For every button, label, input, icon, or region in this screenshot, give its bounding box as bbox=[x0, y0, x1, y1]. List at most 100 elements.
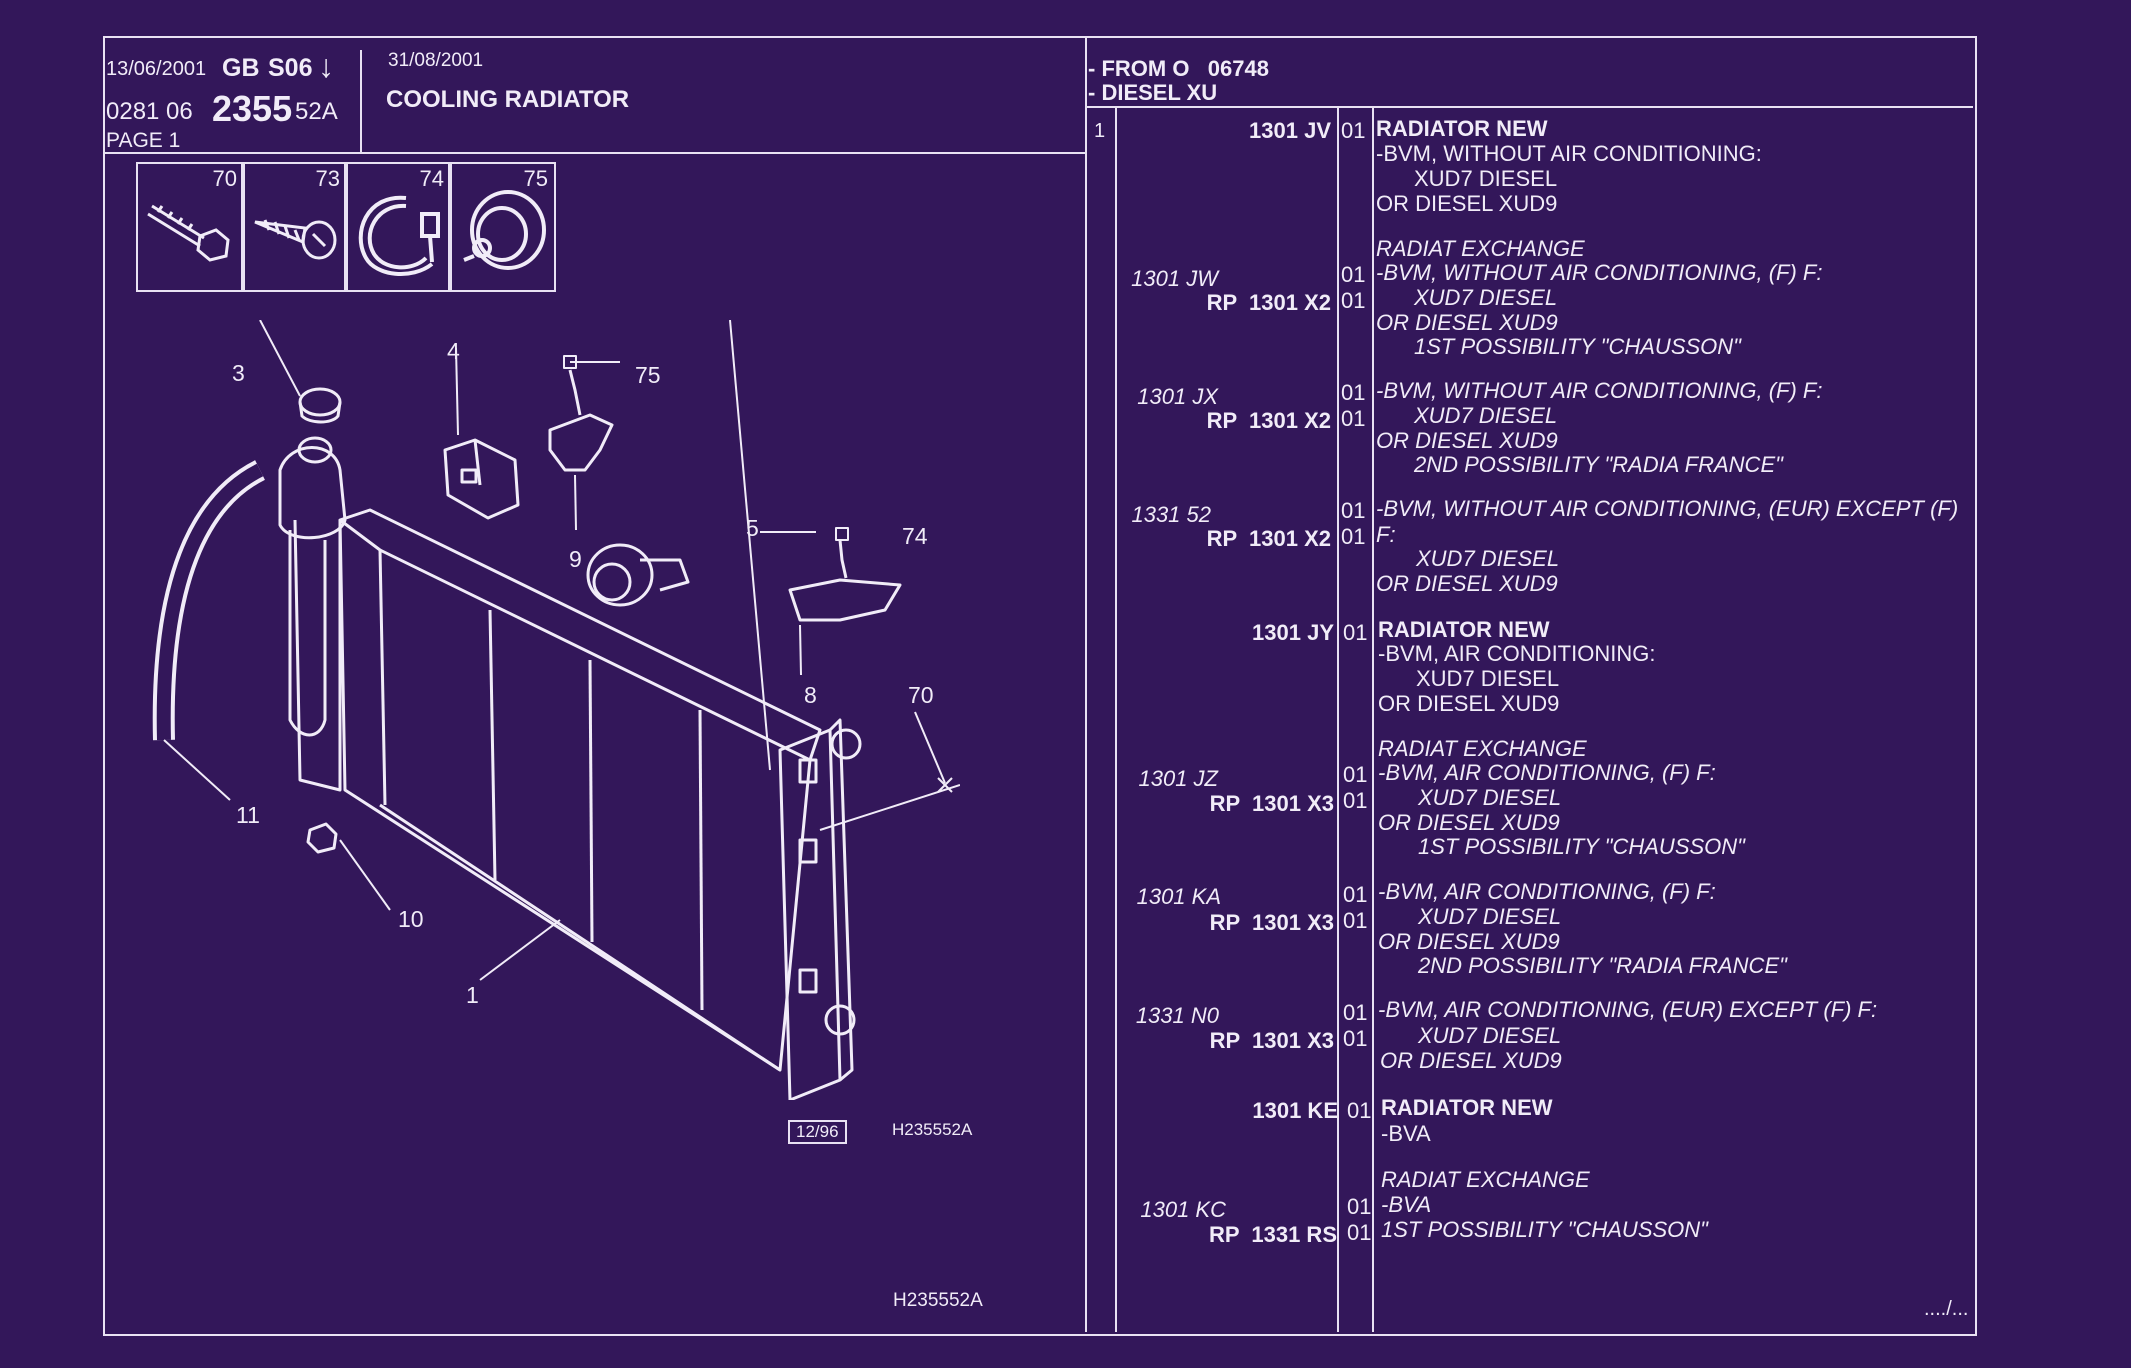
part-desc: RADIAT EXCHANGE bbox=[1376, 236, 1585, 261]
part-desc: XUD7 DIESEL bbox=[1418, 904, 1562, 929]
part-desc: 1ST POSSIBILITY "CHAUSSON" bbox=[1381, 1217, 1708, 1242]
part-ref: RP 1301 X3 bbox=[1209, 910, 1334, 935]
part-desc: -BVM, AIR CONDITIONING, (F) F: bbox=[1378, 760, 1716, 785]
part-desc: XUD7 DIESEL bbox=[1414, 403, 1558, 428]
thumbnail-74: 74 bbox=[344, 162, 452, 292]
col-qty-line bbox=[1372, 108, 1374, 1332]
code-main: 2355 bbox=[212, 88, 293, 129]
part-qty: 01 bbox=[1343, 620, 1368, 645]
part-desc: XUD7 DIESEL bbox=[1416, 666, 1560, 691]
part-ref: 1301 KE bbox=[1252, 1098, 1338, 1123]
part-desc: 1ST POSSIBILITY "CHAUSSON" bbox=[1418, 834, 1745, 859]
part-desc: OR DIESEL XUD9 bbox=[1378, 810, 1560, 835]
thumbnail-num: 73 bbox=[315, 166, 340, 191]
part-qty: 01 bbox=[1341, 118, 1366, 143]
thumbnail-num: 70 bbox=[212, 166, 237, 191]
page-title: COOLING RADIATOR bbox=[386, 86, 630, 113]
part-qty: 01 bbox=[1347, 1194, 1372, 1219]
part-ref: RP 1331 RS bbox=[1208, 1222, 1337, 1247]
part-desc: XUD7 DIESEL bbox=[1414, 285, 1558, 310]
radiator-diagram bbox=[152, 320, 960, 1100]
part-ref: 1331 52 bbox=[1131, 502, 1211, 527]
part-desc: -BVM, WITHOUT AIR CONDITIONING, (EUR) EX… bbox=[1376, 496, 1959, 521]
continued-marker: ..../... bbox=[1924, 1298, 1969, 1320]
bracket-upper bbox=[548, 413, 614, 472]
part-desc: 2ND POSSIBILITY "RADIA FRANCE" bbox=[1418, 953, 1787, 978]
part-desc: -BVA bbox=[1381, 1192, 1432, 1217]
down-arrow-icon: ↓ bbox=[318, 48, 334, 84]
part-ref: 1331 N0 bbox=[1135, 1003, 1219, 1028]
part-desc: RADIATOR NEW bbox=[1378, 617, 1550, 642]
part-qty: 01 bbox=[1341, 498, 1366, 523]
bracket-lower bbox=[788, 578, 902, 622]
part-ref: 1301 KC bbox=[1140, 1197, 1226, 1222]
section-divider bbox=[1085, 38, 1087, 1332]
series: S06 bbox=[268, 54, 313, 82]
part-desc: RADIATOR NEW bbox=[1376, 116, 1548, 141]
part-qty: 01 bbox=[1347, 1098, 1372, 1123]
part-desc: 2ND POSSIBILITY "RADIA FRANCE" bbox=[1414, 452, 1783, 477]
part-ref: RP 1301 X3 bbox=[1209, 1028, 1334, 1053]
page-number: PAGE 1 bbox=[106, 129, 181, 152]
clip-icon bbox=[358, 195, 440, 276]
thumbnail-num: 74 bbox=[419, 166, 444, 191]
code-suffix: 52A bbox=[295, 98, 338, 125]
callout-5: 5 bbox=[746, 515, 759, 541]
thumbnail-75: 75 bbox=[448, 162, 556, 292]
part-desc: RADIAT EXCHANGE bbox=[1381, 1167, 1590, 1192]
fan-switch bbox=[443, 438, 520, 520]
part-desc: OR DIESEL XUD9 bbox=[1376, 428, 1558, 453]
part-qty: 01 bbox=[1341, 524, 1366, 549]
callout-3: 3 bbox=[232, 360, 245, 386]
drain-plug bbox=[306, 822, 338, 854]
drawing-ref-bottom: H235552A bbox=[893, 1290, 983, 1311]
part-qty: 01 bbox=[1343, 908, 1368, 933]
part-qty: 01 bbox=[1343, 1000, 1368, 1025]
part-ref: RP 1301 X2 bbox=[1206, 408, 1331, 433]
page-frame bbox=[103, 36, 1977, 1336]
part-qty: 01 bbox=[1347, 1220, 1372, 1245]
part-ref: 1301 JW bbox=[1131, 266, 1218, 291]
part-desc: RADIAT EXCHANGE bbox=[1378, 736, 1587, 761]
thumbnail-num: 75 bbox=[523, 166, 548, 191]
parts-header-line bbox=[1085, 106, 1973, 108]
part-qty: 01 bbox=[1343, 882, 1368, 907]
part-qty: 01 bbox=[1343, 788, 1368, 813]
part-ref: RP 1301 X2 bbox=[1206, 290, 1331, 315]
callout-8: 8 bbox=[804, 682, 817, 708]
part-desc: XUD7 DIESEL bbox=[1418, 785, 1562, 810]
part-ref: 1301 JZ bbox=[1138, 766, 1219, 791]
callout-75: 75 bbox=[635, 362, 661, 388]
part-desc: -BVM, WITHOUT AIR CONDITIONING, (F) F: bbox=[1376, 260, 1823, 285]
thumbnail-70: 70 bbox=[136, 162, 245, 292]
part-desc: 1ST POSSIBILITY "CHAUSSON" bbox=[1414, 334, 1741, 359]
bolt-icon bbox=[147, 204, 230, 262]
stamp: 12/96 bbox=[788, 1120, 847, 1144]
header-divider-1 bbox=[360, 50, 362, 154]
part-desc: OR DIESEL XUD9 bbox=[1376, 571, 1558, 596]
code-prefix: 0281 06 bbox=[106, 98, 193, 125]
part-qty: 01 bbox=[1341, 380, 1366, 405]
callout-4: 4 bbox=[447, 338, 460, 364]
scope-line-1: - FROM O 06748 bbox=[1088, 56, 1269, 81]
header-bottom-line bbox=[103, 152, 1085, 154]
callout-70: 70 bbox=[908, 682, 934, 708]
part-ref: 1301 JY bbox=[1252, 620, 1334, 645]
part-desc: -BVM, WITHOUT AIR CONDITIONING: bbox=[1376, 141, 1762, 166]
part-desc: -BVA bbox=[1381, 1121, 1431, 1146]
part-desc: XUD7 DIESEL bbox=[1414, 166, 1558, 191]
date-left: 13/06/2001 bbox=[106, 58, 207, 80]
radiator-core bbox=[338, 508, 822, 762]
item-number: 1 bbox=[1094, 120, 1106, 142]
part-desc: -BVM, AIR CONDITIONING: bbox=[1378, 641, 1656, 666]
part-desc: -BVM, AIR CONDITIONING, (F) F: bbox=[1378, 879, 1716, 904]
part-desc: OR DIESEL XUD9 bbox=[1378, 691, 1560, 716]
part-qty: 01 bbox=[1343, 762, 1368, 787]
part-desc: RADIATOR NEW bbox=[1381, 1095, 1553, 1120]
callout-9: 9 bbox=[569, 546, 582, 572]
date-right: 31/08/2001 bbox=[388, 50, 484, 71]
scope-line-2: - DIESEL XU bbox=[1088, 80, 1218, 105]
callout-11: 11 bbox=[236, 802, 260, 828]
part-desc: OR DIESEL XUD9 bbox=[1380, 1048, 1562, 1073]
grommet-icon bbox=[463, 190, 546, 270]
